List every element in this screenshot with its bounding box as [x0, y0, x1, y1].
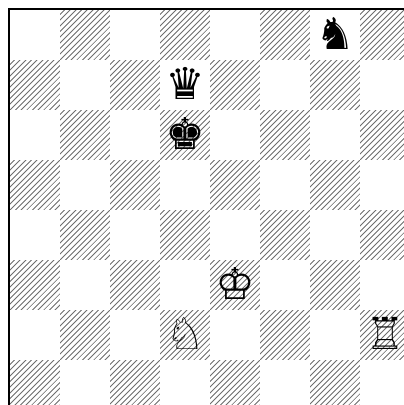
square-e4[interactable] — [210, 210, 260, 260]
square-h7[interactable] — [360, 60, 404, 110]
square-c5[interactable] — [110, 160, 160, 210]
square-d7[interactable]: ♛ — [160, 60, 210, 110]
white-knight-icon[interactable]: ♘ — [160, 310, 210, 360]
square-e7[interactable] — [210, 60, 260, 110]
square-a1[interactable] — [10, 360, 60, 405]
square-f5[interactable] — [260, 160, 310, 210]
square-c6[interactable] — [110, 110, 160, 160]
square-c4[interactable] — [110, 210, 160, 260]
square-d3[interactable] — [160, 260, 210, 310]
square-a4[interactable] — [10, 210, 60, 260]
square-d4[interactable] — [160, 210, 210, 260]
square-g2[interactable] — [310, 310, 360, 360]
square-d1[interactable] — [160, 360, 210, 405]
square-a7[interactable] — [10, 60, 60, 110]
black-king-icon[interactable]: ♚ — [160, 110, 210, 160]
square-c3[interactable] — [110, 260, 160, 310]
square-f1[interactable] — [260, 360, 310, 405]
square-g1[interactable] — [310, 360, 360, 405]
square-a5[interactable] — [10, 160, 60, 210]
square-g3[interactable] — [310, 260, 360, 310]
white-king-icon[interactable]: ♔ — [210, 260, 260, 310]
black-knight-icon[interactable]: ♞ — [310, 10, 360, 60]
square-f3[interactable] — [260, 260, 310, 310]
square-b2[interactable] — [60, 310, 110, 360]
square-b1[interactable] — [60, 360, 110, 405]
square-g7[interactable] — [310, 60, 360, 110]
square-h6[interactable] — [360, 110, 404, 160]
square-a6[interactable] — [10, 110, 60, 160]
square-b7[interactable] — [60, 60, 110, 110]
square-d5[interactable] — [160, 160, 210, 210]
square-e6[interactable] — [210, 110, 260, 160]
square-b3[interactable] — [60, 260, 110, 310]
square-f4[interactable] — [260, 210, 310, 260]
square-g5[interactable] — [310, 160, 360, 210]
square-f6[interactable] — [260, 110, 310, 160]
square-b8[interactable] — [60, 10, 110, 60]
square-c1[interactable] — [110, 360, 160, 405]
square-c2[interactable] — [110, 310, 160, 360]
square-c8[interactable] — [110, 10, 160, 60]
square-f8[interactable] — [260, 10, 310, 60]
square-g4[interactable] — [310, 210, 360, 260]
square-e1[interactable] — [210, 360, 260, 405]
square-a8[interactable] — [10, 10, 60, 60]
square-g8[interactable]: ♞ — [310, 10, 360, 60]
square-a3[interactable] — [10, 260, 60, 310]
square-g6[interactable] — [310, 110, 360, 160]
square-b4[interactable] — [60, 210, 110, 260]
square-b6[interactable] — [60, 110, 110, 160]
chess-board: ♞ ♛♚ ♔♘ ♖ — [10, 10, 404, 405]
square-d6[interactable]: ♚ — [160, 110, 210, 160]
square-h8[interactable] — [360, 10, 404, 60]
square-b5[interactable] — [60, 160, 110, 210]
square-f7[interactable] — [260, 60, 310, 110]
square-h4[interactable] — [360, 210, 404, 260]
square-h5[interactable] — [360, 160, 404, 210]
square-f2[interactable] — [260, 310, 310, 360]
square-e8[interactable] — [210, 10, 260, 60]
square-e3[interactable]: ♔ — [210, 260, 260, 310]
square-d2[interactable]: ♘ — [160, 310, 210, 360]
black-queen-icon[interactable]: ♛ — [160, 60, 210, 110]
square-e2[interactable] — [210, 310, 260, 360]
white-rook-icon[interactable]: ♖ — [360, 310, 404, 360]
square-h2[interactable]: ♖ — [360, 310, 404, 360]
square-h1[interactable] — [360, 360, 404, 405]
square-e5[interactable] — [210, 160, 260, 210]
square-c7[interactable] — [110, 60, 160, 110]
square-d8[interactable] — [160, 10, 210, 60]
square-h3[interactable] — [360, 260, 404, 310]
chess-board-frame: ♞ ♛♚ ♔♘ ♖ — [8, 8, 404, 405]
square-a2[interactable] — [10, 310, 60, 360]
